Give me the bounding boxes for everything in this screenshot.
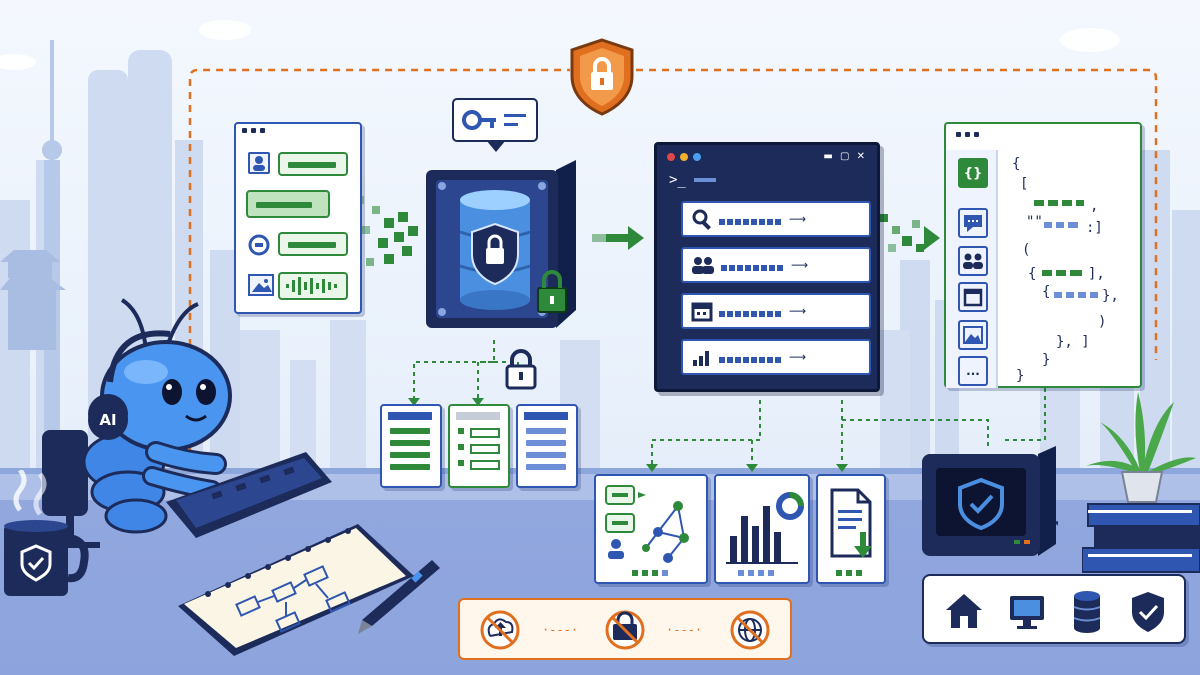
pen-icon <box>358 560 440 634</box>
ai-robot-avatar <box>42 298 332 548</box>
shield-check-icon <box>1132 592 1164 632</box>
users-icon <box>692 257 714 274</box>
chat-icon <box>958 208 988 238</box>
bar-chart-icon <box>693 351 709 366</box>
calendar-icon <box>958 282 988 312</box>
svg-text:"": "" <box>1026 214 1043 230</box>
graph-output-card <box>594 474 708 584</box>
chat-bubble <box>246 190 330 218</box>
svg-text:{: { <box>1042 284 1050 300</box>
svg-text:·---·: ·---· <box>542 623 578 637</box>
monitor-icon <box>1010 596 1044 629</box>
document-download-icon <box>830 488 872 576</box>
ai-badge: AI <box>88 400 128 440</box>
no-cloud-upload-icon <box>480 610 520 650</box>
form-card-2 <box>448 404 510 488</box>
svg-text:(: ( <box>1022 242 1030 258</box>
chat-bubble <box>278 152 348 176</box>
bottom-icon-bar <box>922 574 1186 644</box>
document-output-card <box>816 474 886 584</box>
json-output-panel: {} ... { [ "" ( { { }, ] } } ,:] ],},) <box>944 122 1142 388</box>
image-icon <box>248 274 274 296</box>
chat-icon <box>605 485 635 505</box>
svg-text:],: ], <box>1088 266 1105 282</box>
bar-chart-icon <box>726 492 804 576</box>
svg-text:): ) <box>1098 314 1106 330</box>
search-icon <box>692 209 711 230</box>
home-icon <box>946 594 982 628</box>
calendar-icon <box>691 302 713 322</box>
key-bubble <box>452 98 538 142</box>
coffee-mug-icon <box>4 470 89 596</box>
json-braces-icon: {} <box>958 158 988 188</box>
bubble-tail <box>486 140 506 152</box>
no-internet-icon <box>730 610 770 650</box>
users-icon <box>958 246 988 276</box>
input-data-panel <box>234 122 362 314</box>
chat-bubble <box>278 232 348 256</box>
svg-text:}: } <box>1042 352 1050 368</box>
svg-text::]: :] <box>1086 220 1103 236</box>
query-row-search[interactable]: ⟶ <box>681 201 871 237</box>
svg-text:{: { <box>1028 266 1036 282</box>
json-code: { [ "" ( { { }, ] } } ,:] ],},) <box>1012 156 1119 384</box>
restrictions-panel: ·---· ·---· <box>458 598 792 660</box>
shield-lock-icon <box>570 38 634 116</box>
svg-text:}: } <box>1016 368 1024 384</box>
terminal-prompt: >_ <box>669 172 686 188</box>
user-icon <box>608 539 624 559</box>
notepad-icon <box>178 524 414 656</box>
form-card-3 <box>516 404 578 488</box>
query-terminal: ▬ ▢ ✕ >_ ⟶ ⟶ ⟶ ⟶ <box>654 142 880 392</box>
chart-output-card <box>714 474 810 584</box>
audio-wave-icon <box>278 272 348 300</box>
lock-icon <box>537 270 567 313</box>
form-card-1 <box>380 404 442 488</box>
svg-text:·---·: ·---· <box>666 623 702 637</box>
svg-text:}, ]: }, ] <box>1056 334 1090 350</box>
database-icon <box>1073 591 1101 633</box>
chat-icon <box>248 234 270 256</box>
user-icon <box>248 152 270 174</box>
query-row-users[interactable]: ⟶ <box>681 247 871 283</box>
image-icon <box>958 320 988 350</box>
key-icon <box>462 110 526 130</box>
svg-text:{: { <box>1012 156 1020 172</box>
svg-text:},: }, <box>1102 288 1119 304</box>
secure-vault <box>426 160 576 330</box>
secure-device <box>922 446 1058 556</box>
query-row-stats[interactable]: ⟶ <box>681 339 871 375</box>
svg-text:[: [ <box>1020 176 1028 192</box>
plant-icon <box>1082 392 1200 573</box>
lock-icon <box>505 349 537 390</box>
svg-text:,: , <box>1090 198 1098 214</box>
more-tile[interactable]: ... <box>958 356 988 386</box>
query-row-calendar[interactable]: ⟶ <box>681 293 871 329</box>
no-share-icon <box>605 610 645 650</box>
